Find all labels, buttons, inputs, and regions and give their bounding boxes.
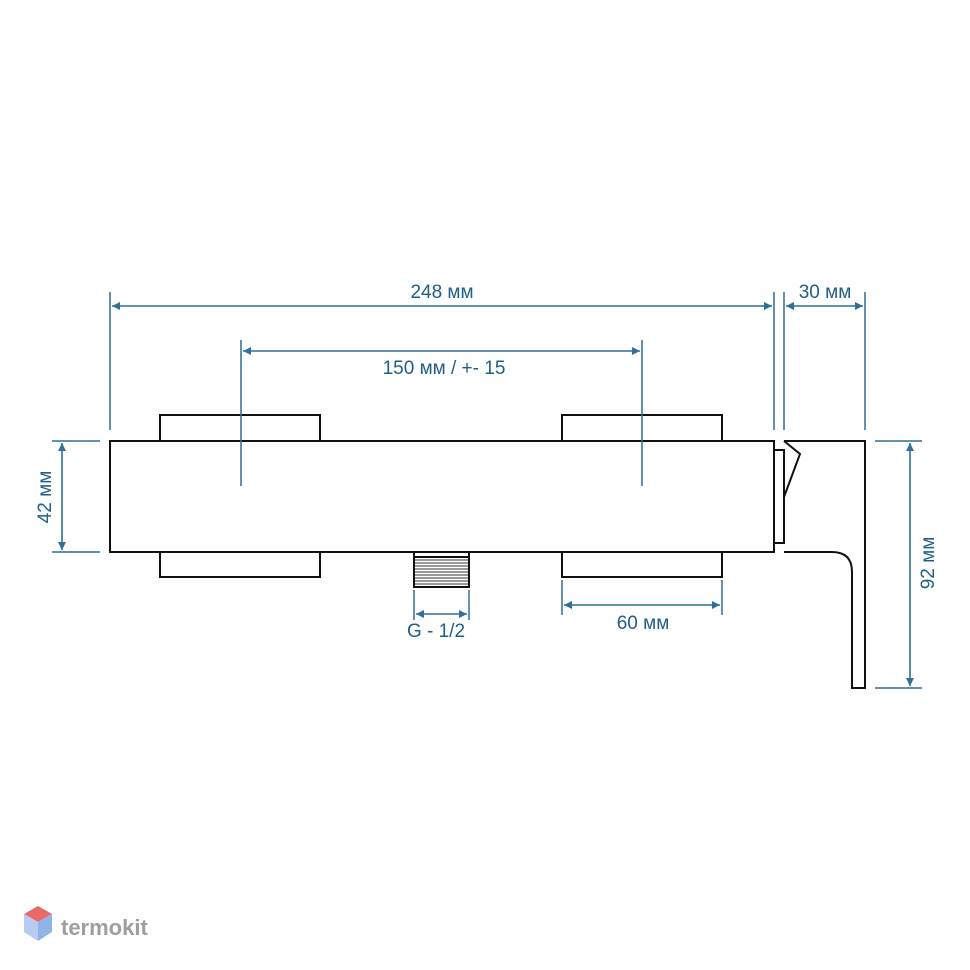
body-height-label: 42 мм <box>35 471 56 524</box>
termokit-logo: termokit <box>24 906 148 941</box>
mixer-outline <box>109 414 866 689</box>
handle-depth-label: 30 мм <box>799 282 852 303</box>
dimension-lines <box>58 302 914 686</box>
outlet-thread-fitting <box>413 552 470 588</box>
left-top-eccentric-nut <box>159 414 321 442</box>
dimension-labels: 248 мм 30 мм 150 мм / +- 15 42 мм 92 мм … <box>35 282 939 642</box>
lever-handle <box>783 440 866 689</box>
overall-length-label: 248 мм <box>410 282 473 303</box>
right-bottom-eccentric-nut <box>561 551 723 578</box>
left-bottom-eccentric-nut <box>159 551 321 578</box>
handle-collar <box>773 449 785 544</box>
eccentric-width-label: 60 мм <box>617 613 670 634</box>
outlet-thread <box>413 556 470 588</box>
total-height-label: 92 мм <box>918 537 939 590</box>
logo-cube-icon <box>24 906 52 941</box>
center-distance-label: 150 мм / +- 15 <box>383 358 506 379</box>
thread-neck <box>413 552 470 557</box>
thread-lines <box>415 559 468 585</box>
mixer-body <box>109 440 775 553</box>
outlet-thread-label: G - 1/2 <box>407 621 465 642</box>
logo-text: termokit <box>61 915 148 940</box>
extension-lines <box>52 292 922 689</box>
